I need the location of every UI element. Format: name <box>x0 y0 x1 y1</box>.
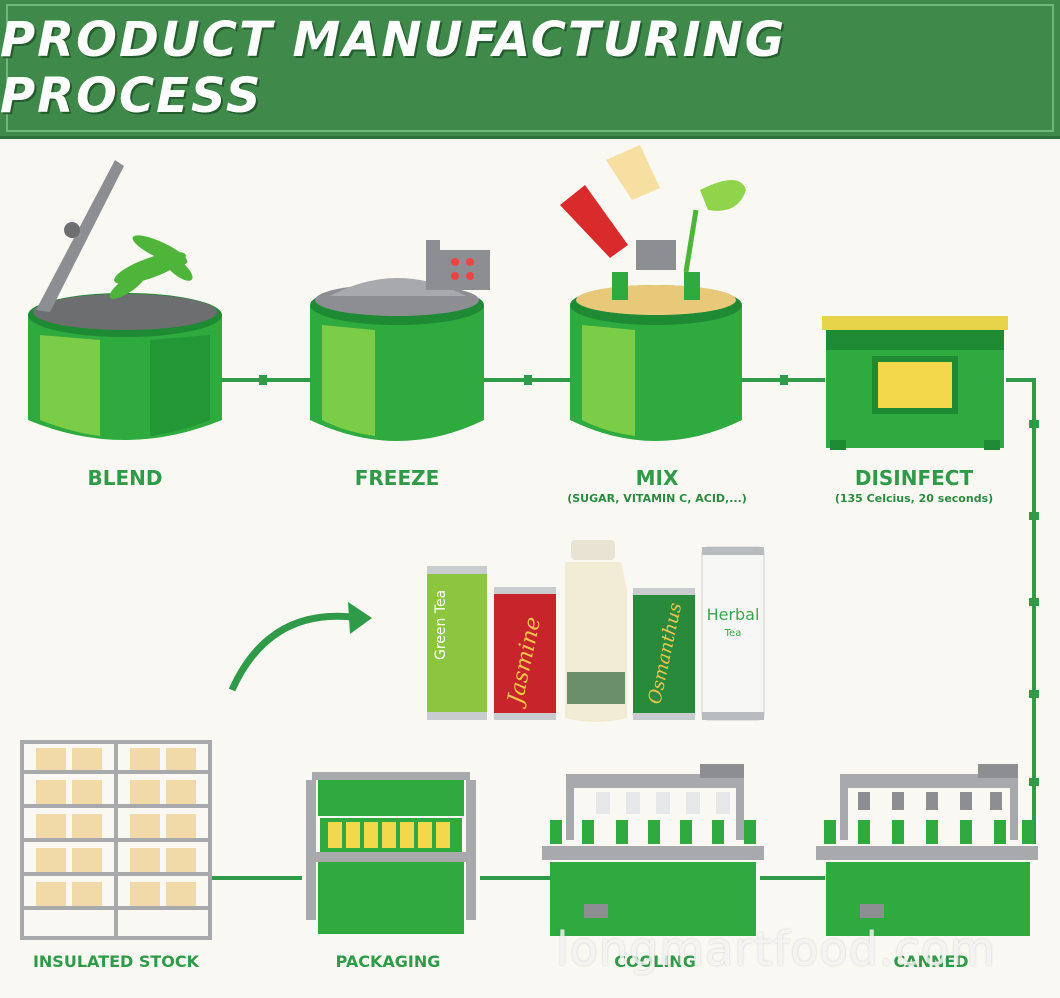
step-note-disinfect: (135 Celcius, 20 seconds) <box>834 492 994 505</box>
leaf-pour-icon <box>700 180 746 211</box>
stock-shelves-icon <box>20 740 212 940</box>
osmanthus-can <box>633 588 695 720</box>
herbal-tea-can <box>701 546 765 721</box>
canning-machine-icon <box>816 764 1038 936</box>
banner-border <box>6 4 1054 132</box>
step-label-blend: BLEND <box>87 466 163 490</box>
product-lineup: Green Tea Jasmine Osmanthus Herbal Tea <box>427 540 765 722</box>
herbal-label: Herbal <box>707 605 760 624</box>
freeze-tank-icon <box>310 240 490 441</box>
packaging-machine-icon <box>306 772 476 934</box>
blend-tank-icon <box>28 160 222 440</box>
step-label-insulated-stock: INSULATED STOCK <box>32 952 200 971</box>
cooling-machine-icon <box>542 764 764 936</box>
green-tea-label: Green Tea <box>433 590 449 660</box>
mix-tank-icon <box>560 145 746 441</box>
step-label-freeze: FREEZE <box>354 466 440 490</box>
header-banner <box>0 0 1060 139</box>
oolong-bottle <box>565 540 627 722</box>
step-label-packaging: PACKAGING <box>335 952 441 971</box>
green-tea-can <box>427 566 487 720</box>
arrow-head-icon <box>348 602 372 634</box>
step-label-canned: CANNED <box>893 952 969 971</box>
pipe-joints <box>259 375 1039 786</box>
flow-arrow-icon <box>228 612 361 692</box>
step-note-mix: (SUGAR, VITAMIN C, ACID,...) <box>567 492 747 505</box>
watermark-text: longmartfood.com <box>556 922 996 976</box>
ketchup-bottle-icon <box>560 185 628 258</box>
step-label-mix: MIX <box>635 466 679 490</box>
disinfect-machine-icon <box>822 316 1008 450</box>
page-title: PRODUCT MANUFACTURING PROCESS <box>0 12 787 124</box>
herbal-sub-label: Tea <box>724 628 742 639</box>
tea-leaves-icon <box>109 235 193 299</box>
step-label-cooling: COOLING <box>614 952 696 971</box>
step-label-disinfect: DISINFECT <box>854 466 974 490</box>
sauce-bottle-icon <box>606 145 660 200</box>
jasmine-can <box>494 587 556 720</box>
